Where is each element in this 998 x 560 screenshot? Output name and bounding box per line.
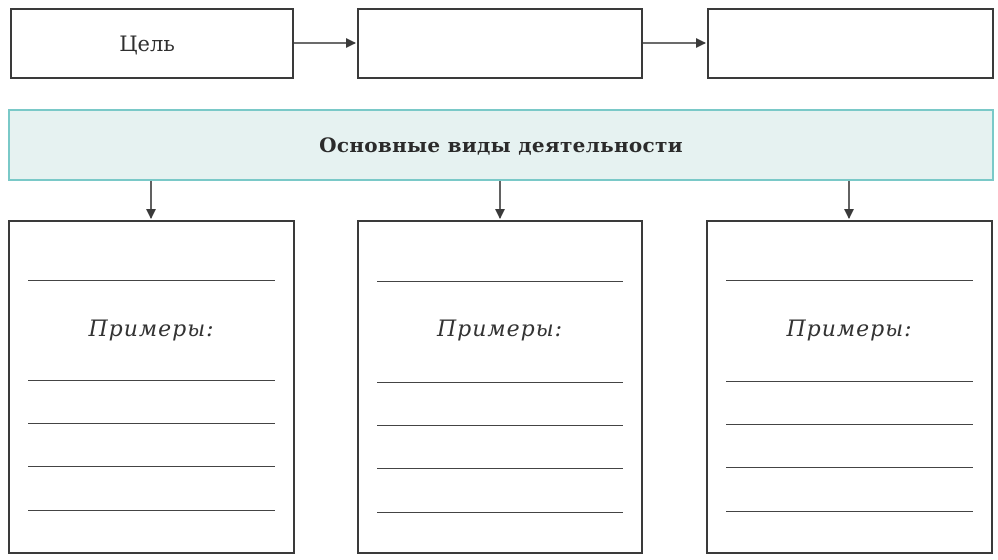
answer-line xyxy=(28,423,275,424)
examples-label: Примеры: xyxy=(88,317,215,342)
main-activities-band: Основные виды деятельности xyxy=(8,109,994,181)
answer-line xyxy=(726,280,973,281)
examples-label: Примеры: xyxy=(436,317,564,342)
right-empty-box xyxy=(707,8,994,79)
answer-line xyxy=(377,425,623,426)
activity-column-2: Примеры: xyxy=(357,220,643,554)
answer-line xyxy=(377,468,623,469)
main-activities-title: Основные виды деятельности xyxy=(319,133,683,157)
answer-line xyxy=(28,280,275,281)
middle-empty-box xyxy=(357,8,643,79)
answer-line xyxy=(28,510,275,511)
activity-column-1: Примеры: xyxy=(8,220,295,554)
goal-label: Цель xyxy=(119,31,175,56)
activity-column-3: Примеры: xyxy=(706,220,993,554)
middle-box-text xyxy=(359,10,641,77)
examples-label: Примеры: xyxy=(786,317,913,342)
answer-line xyxy=(377,382,623,383)
goal-box: Цель xyxy=(10,8,294,79)
answer-line xyxy=(377,512,623,513)
right-box-text xyxy=(709,10,992,77)
answer-line xyxy=(726,467,973,468)
answer-line xyxy=(28,380,275,381)
answer-line xyxy=(726,424,973,425)
answer-line xyxy=(377,281,623,282)
answer-line xyxy=(726,381,973,382)
answer-line xyxy=(28,466,275,467)
answer-line xyxy=(726,511,973,512)
